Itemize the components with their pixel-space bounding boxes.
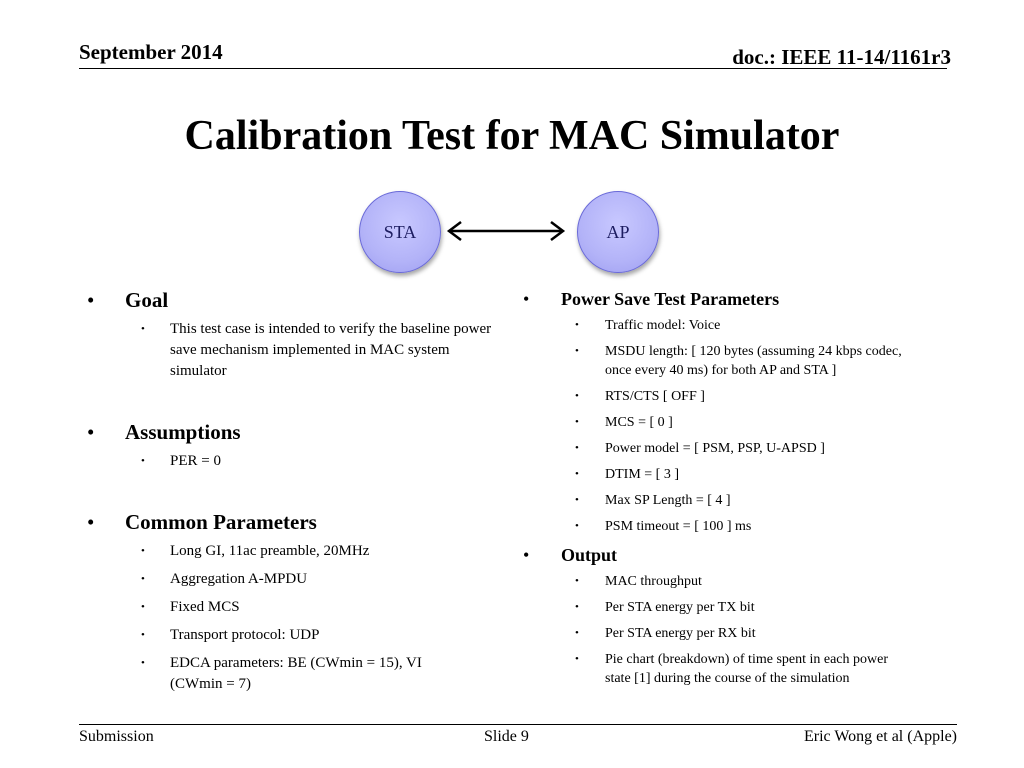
common-parameter-item: • EDCA parameters: BE (CWmin = 15), VI (… [141, 655, 422, 692]
header-date: September 2014 [79, 40, 223, 64]
assumptions-item: • PER = 0 [87, 451, 507, 472]
bullet-icon: • [575, 416, 579, 428]
footer-submission: Submission [79, 728, 154, 745]
bullet-icon: • [87, 510, 95, 534]
output-item: • Pie chart (breakdown) of time spent in… [575, 652, 889, 686]
sta-node-label: STA [383, 221, 417, 242]
bullet-icon: • [575, 627, 579, 639]
power-save-heading: • Power Save Test Parameters [523, 289, 780, 309]
bullet-icon: • [575, 319, 579, 331]
power-save-item: • RTS/CTS [ OFF ] [575, 389, 705, 404]
footer-divider [79, 724, 957, 725]
bullet-icon: • [575, 520, 579, 532]
sta-node: STA [359, 191, 441, 273]
output-heading: • Output [523, 545, 618, 565]
ap-node: AP [577, 191, 659, 273]
bullet-icon: • [141, 601, 145, 613]
bullet-icon: • [141, 455, 145, 467]
common-parameter-item: • Transport protocol: UDP [87, 625, 507, 646]
bullet-icon: • [141, 323, 145, 335]
output-item: • Per STA energy per TX bit [575, 600, 755, 615]
footer-author: Eric Wong et al (Apple) [803, 728, 957, 745]
common-parameter-item: • Long GI, 11ac preamble, 20MHz [87, 541, 507, 562]
power-save-item: • PSM timeout = [ 100 ] ms [575, 519, 752, 534]
bullet-icon: • [575, 442, 579, 454]
bullet-icon: • [87, 420, 95, 444]
ap-node-label: AP [606, 221, 630, 242]
bidirectional-arrow-icon [446, 221, 566, 241]
goal-item: • This test case is intended to verify t… [141, 321, 492, 379]
bullet-icon: • [141, 573, 145, 585]
bullet-icon: • [141, 629, 145, 641]
header-doc-id: doc.: IEEE 11-14/1161r3 [732, 45, 951, 69]
header-divider [79, 68, 947, 69]
power-save-item: • DTIM = [ 3 ] [575, 467, 679, 482]
bullet-icon: • [575, 390, 579, 402]
bullet-icon: • [575, 575, 579, 587]
bullet-icon: • [575, 653, 579, 665]
common-parameter-item: • Fixed MCS [87, 597, 507, 618]
bullet-icon: • [141, 545, 145, 557]
footer-slide-number: Slide 9 [484, 728, 529, 745]
bullet-icon: • [575, 468, 579, 480]
bullet-icon: • [575, 345, 579, 357]
bullet-icon: • [575, 601, 579, 613]
power-save-item: • MCS = [ 0 ] [575, 415, 673, 430]
output-item: • Per STA energy per RX bit [575, 626, 756, 641]
bullet-icon: • [141, 657, 145, 669]
bullet-icon: • [575, 494, 579, 506]
output-item: • MAC throughput [575, 574, 702, 589]
goal-heading: • Goal [87, 288, 169, 312]
assumptions-heading: • Assumptions [87, 420, 241, 444]
left-column: • Goal • This test case is intended to v… [87, 288, 507, 695]
bullet-icon: • [523, 289, 530, 309]
right-column: • Power Save Test Parameters • Traffic m… [523, 288, 963, 688]
common-parameter-item: • Aggregation A-MPDU [87, 569, 507, 590]
bullet-icon: • [523, 545, 530, 565]
power-save-item: • MSDU length: [ 120 bytes (assuming 24 … [575, 344, 902, 378]
slide-title: Calibration Test for MAC Simulator [184, 113, 840, 159]
power-save-item: • Max SP Length = [ 4 ] [575, 493, 731, 508]
bullet-icon: • [87, 288, 95, 312]
power-save-item: • Traffic model: Voice [575, 318, 721, 333]
power-save-item: • Power model = [ PSM, PSP, U-APSD ] [575, 441, 825, 456]
common-parameters-heading: • Common Parameters [87, 510, 317, 534]
